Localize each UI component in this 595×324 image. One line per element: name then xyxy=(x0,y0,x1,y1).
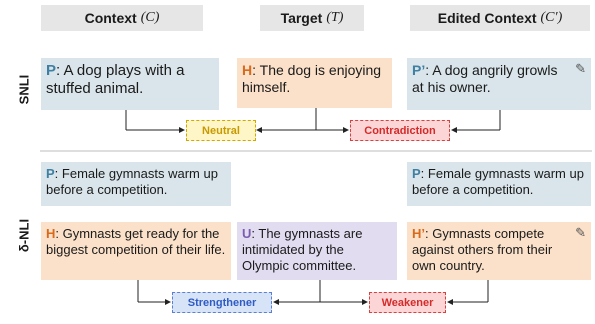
dnli-hypothesis-box: H: Gymnasts get ready for the biggest co… xyxy=(41,222,231,280)
contradiction-label: Contradiction xyxy=(350,120,450,141)
weakener-label: Weakener xyxy=(369,292,446,313)
dnli-premise-box: P: Female gymnasts warm up before a comp… xyxy=(41,162,231,206)
strengthener-label: Strengthener xyxy=(172,292,272,313)
edited-premise-tag: P xyxy=(412,166,421,181)
pencil-icon: ✎ xyxy=(575,61,586,76)
edited-hypothesis-text: : Gymnasts compete against others from t… xyxy=(412,226,553,273)
edited-hypothesis-tag: H’ xyxy=(412,226,425,241)
dnli-edited-hypothesis-box: H’: Gymnasts compete against others from… xyxy=(407,222,591,280)
snli-edited-premise-box: P’: A dog angrily growls at his owner. ✎ xyxy=(407,58,591,110)
dnli-row-label: δ-NLI xyxy=(16,218,32,253)
edited-premise-tag: P’ xyxy=(412,62,426,78)
snli-row-label: SNLI xyxy=(16,74,32,105)
edited-premise-text: : A dog angrily growls at his owner. xyxy=(412,62,558,96)
target-symbol: (T) xyxy=(326,10,344,25)
snli-premise-box: P: A dog plays with a stuffed animal. xyxy=(41,58,219,110)
header-context: Context (C) xyxy=(41,5,203,31)
premise-text: : A dog plays with a stuffed animal. xyxy=(46,62,185,98)
header-target: Target (T) xyxy=(260,5,364,31)
dnli-update-box: U: The gymnasts are intimidated by the O… xyxy=(237,222,397,280)
update-text: : The gymnasts are intimidated by the Ol… xyxy=(242,226,363,273)
hypothesis-text: : Gymnasts get ready for the biggest com… xyxy=(46,226,226,257)
edited-context-symbol: (C′) xyxy=(540,10,563,25)
premise-text: : Female gymnasts warm up before a compe… xyxy=(46,166,218,197)
premise-tag: P xyxy=(46,166,55,181)
pencil-icon: ✎ xyxy=(575,225,586,240)
hypothesis-tag: H xyxy=(242,62,253,78)
edited-premise-text: : Female gymnasts warm up before a compe… xyxy=(412,166,584,197)
header-edited-context: Edited Context (C′) xyxy=(410,5,590,31)
neutral-label: Neutral xyxy=(186,120,256,141)
hypothesis-tag: H xyxy=(46,226,56,241)
dnli-edited-premise-box: P: Female gymnasts warm up before a comp… xyxy=(407,162,591,206)
update-tag: U xyxy=(242,226,252,241)
hypothesis-text: : The dog is enjoying himself. xyxy=(242,62,382,96)
context-symbol: (C) xyxy=(140,10,160,25)
premise-tag: P xyxy=(46,62,57,79)
snli-hypothesis-box: H: The dog is enjoying himself. xyxy=(237,58,392,108)
